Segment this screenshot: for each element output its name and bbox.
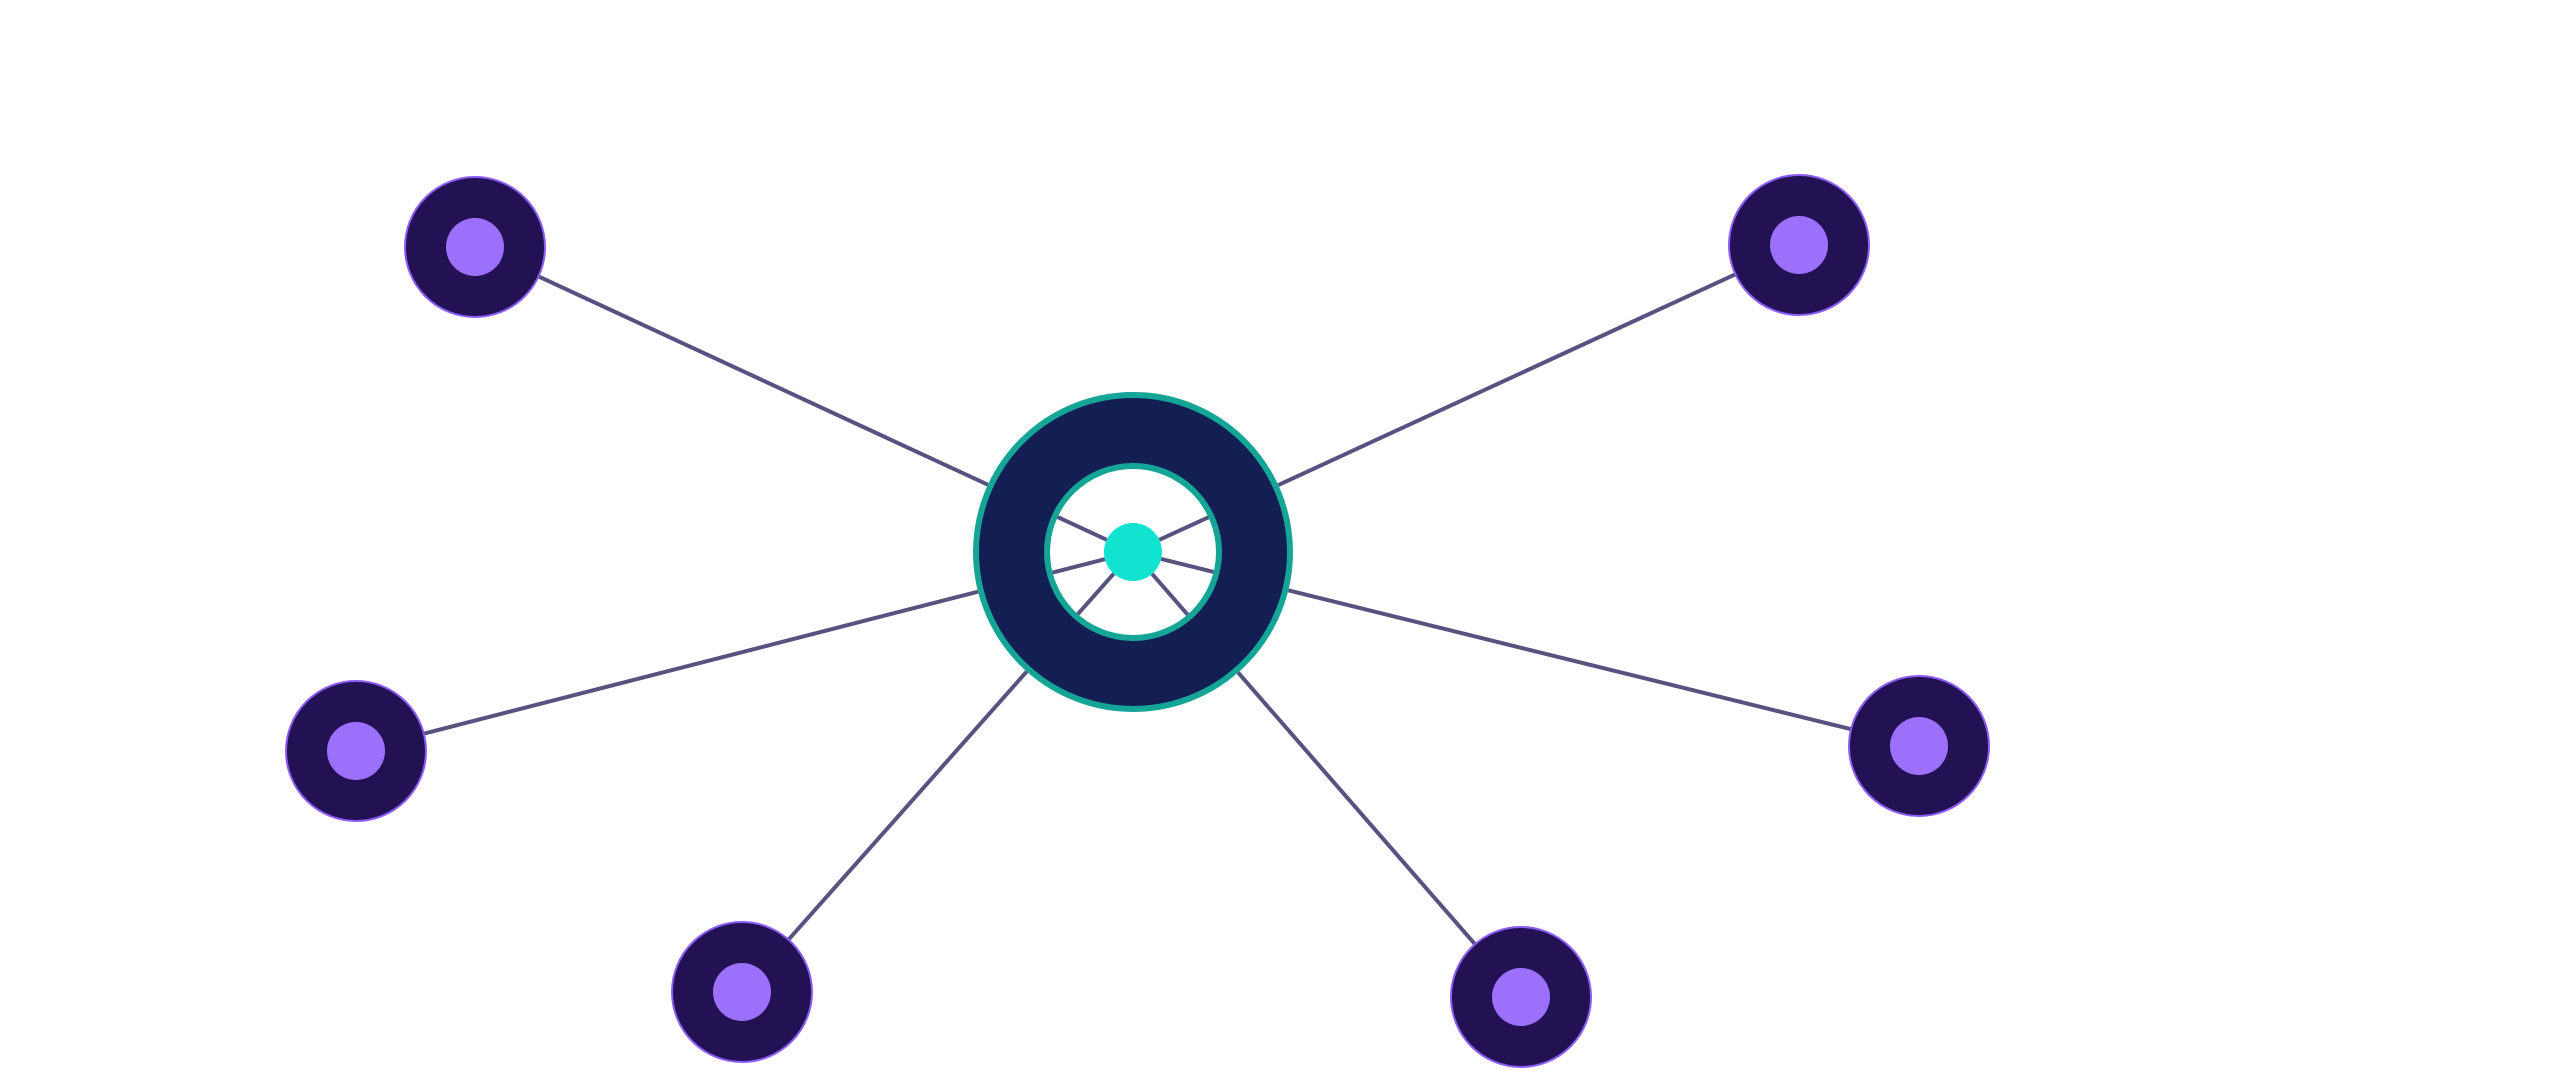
satellite-node-middle-left	[285, 680, 427, 822]
satellite-node-top-right	[1728, 174, 1870, 316]
satellite-dot	[446, 218, 504, 276]
inner-spoke-middle-right	[1160, 557, 1215, 574]
hub-node	[973, 392, 1293, 712]
connector-group	[423, 272, 1852, 946]
satellite-dot	[327, 722, 385, 780]
connector-top-right	[1277, 272, 1737, 487]
connector-bottom-left	[787, 670, 1029, 942]
inner-spoke-middle-left	[1052, 557, 1106, 575]
satellite-node-middle-right	[1848, 675, 1990, 817]
connector-middle-right	[1287, 588, 1852, 732]
connector-top-left	[537, 274, 989, 487]
satellite-dot	[1770, 216, 1828, 274]
satellite-node-top-left	[404, 176, 546, 318]
satellite-dot	[713, 963, 771, 1021]
satellite-group	[285, 174, 1990, 1068]
inner-spoke-top-left	[1056, 515, 1108, 542]
satellite-dot	[1492, 968, 1550, 1026]
inner-spoke-bottom-right	[1150, 572, 1190, 616]
connector-bottom-right	[1236, 671, 1477, 946]
satellite-node-bottom-left	[671, 921, 813, 1063]
hub-inner-spokes	[1052, 515, 1215, 616]
satellite-dot	[1890, 717, 1948, 775]
connector-middle-left	[423, 589, 979, 736]
inner-spoke-top-right	[1158, 515, 1210, 542]
satellite-node-bottom-right	[1450, 926, 1592, 1068]
inner-spoke-bottom-left	[1076, 572, 1116, 616]
hub-core-dot	[1104, 523, 1162, 581]
